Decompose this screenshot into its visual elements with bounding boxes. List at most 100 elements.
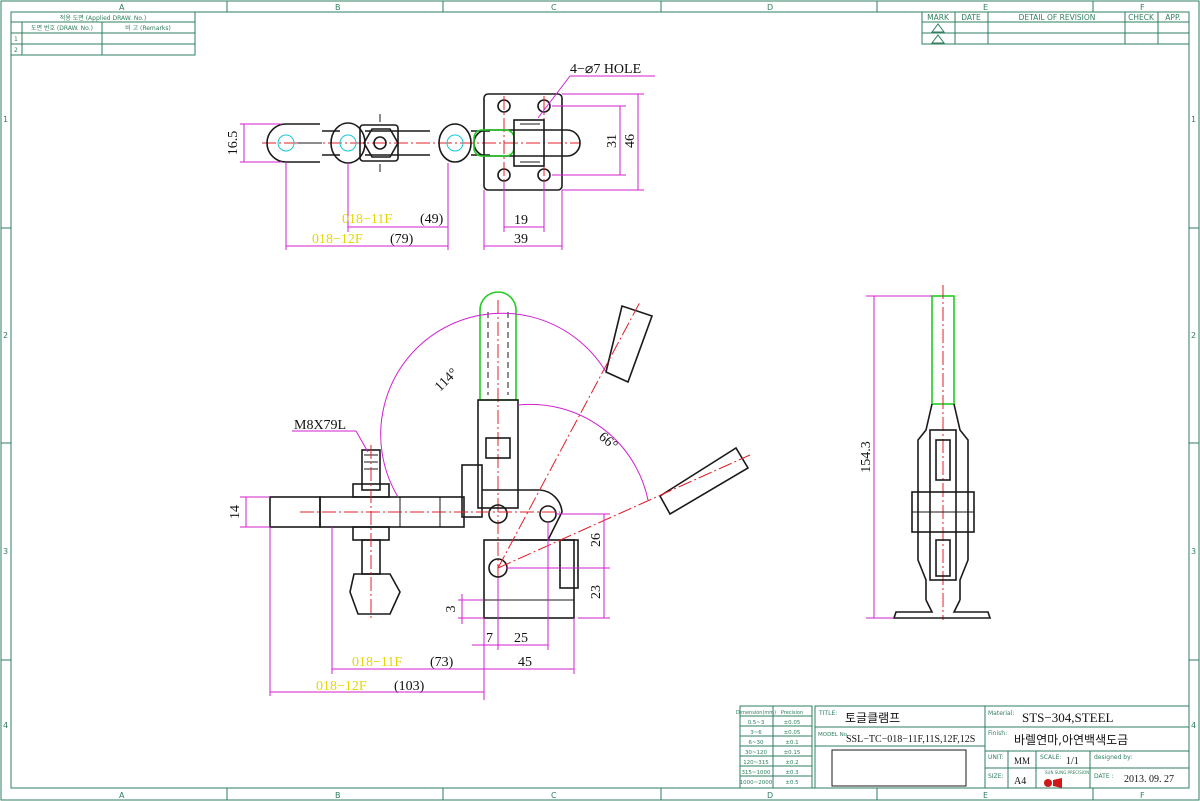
dim-19: 19 [514, 213, 528, 228]
top-model-12f: 018−12F [312, 232, 363, 247]
dim-45: 45 [518, 655, 532, 670]
top-model-11f: 018−11F [342, 212, 392, 227]
row-labels: 1 2 3 4 1 2 3 4 [3, 115, 1196, 730]
bolt-label: M8X79L [294, 418, 346, 433]
size-value: A4 [1014, 776, 1026, 787]
tolerance-precision: ±0.05 [784, 730, 801, 736]
row-label: 1 [1191, 115, 1196, 124]
angle-66: 66° [595, 430, 620, 454]
row-label: 3 [1191, 547, 1196, 556]
col-label: E [983, 3, 988, 12]
tolerance-range: 120~315 [743, 760, 769, 766]
revision-header-date: DATE [961, 13, 981, 22]
tolerance-range: 30~120 [745, 750, 768, 756]
revision-header-check: CHECK [1128, 13, 1155, 22]
company-logo: SUN SUNG PRECISION [1044, 770, 1089, 788]
dim-39: 39 [514, 232, 528, 247]
unit-value: MM [1014, 756, 1030, 766]
front-view: 114° 66° M8X79L 14 26 23 3 7 25 45 [228, 291, 751, 700]
col-label: D [767, 791, 773, 800]
revision-header-mark: MARK [927, 13, 950, 22]
dim-16-5: 16.5 [226, 131, 241, 156]
finish-value: 바렐연마,아연백색도금 [1014, 733, 1128, 747]
front-model-12f: 018−12F [316, 679, 367, 694]
dim-25: 25 [514, 631, 528, 646]
tolerance-range: 6~30 [748, 740, 764, 746]
tolerance-header-precision: Precision [781, 710, 803, 716]
column-labels-bottom: A B C D E F [119, 791, 1145, 800]
row-label: 4 [3, 721, 8, 730]
top-value-11f: (49) [420, 212, 444, 227]
row-label: 2 [3, 331, 8, 340]
tolerance-precision: ±0.1 [785, 740, 798, 746]
model-label: MODEL No. [818, 732, 849, 738]
material-value: STS−304,STEEL [1022, 710, 1114, 725]
dim-26: 26 [589, 533, 604, 547]
tolerance-precision: ±0.3 [785, 770, 799, 776]
revision-triangle-icon [931, 34, 945, 44]
angle-114: 114° [432, 366, 461, 395]
applied-table-row: 1 [14, 36, 18, 43]
col-label: A [119, 791, 125, 800]
tolerance-range: 1000~2000 [740, 780, 773, 786]
col-label: D [767, 3, 773, 12]
col-label: F [1140, 3, 1145, 12]
side-view: 154.3 [859, 285, 992, 620]
scale-label: SCALE: [1040, 754, 1061, 761]
designed-label: designed by: [1094, 754, 1132, 761]
applied-table-col1: 도면 번호 (DRAW. No.) [31, 24, 93, 32]
front-model-11f: 018−11F [352, 655, 402, 670]
date-label: DATE : [1094, 773, 1114, 780]
dim-31: 31 [605, 134, 620, 148]
row-label: 1 [3, 115, 8, 124]
title-block: TITLE: 토글클램프 MODEL No. SSL−TC−018−11F,11… [814, 705, 1190, 789]
revision-header-detail: DETAIL OF REVISION [1019, 13, 1096, 22]
row-label: 2 [1191, 331, 1196, 340]
col-label: B [335, 3, 341, 12]
dim-14: 14 [228, 505, 243, 519]
model-value: SSL−TC−018−11F,11S,12F,12S [846, 734, 975, 745]
finish-label: Finish: [988, 730, 1007, 737]
dim-46: 46 [623, 134, 638, 148]
top-view: 4−⌀7 HOLE 16.5 31 46 018−11F (49) 018−12… [226, 62, 655, 250]
applied-table-col2: 비 고 (Remarks) [125, 24, 171, 32]
col-label: F [1140, 791, 1145, 800]
size-label: SIZE: [988, 773, 1004, 780]
row-label: 3 [3, 547, 8, 556]
column-labels-top: A B C D E F [119, 3, 1145, 12]
applied-drawing-table: 적용 도면 (Applied DRAW. No.) 도면 번호 (DRAW. N… [10, 11, 196, 56]
top-value-12f: (79) [390, 232, 414, 247]
front-value-11f: (73) [430, 655, 454, 670]
col-label: B [335, 791, 341, 800]
title-label: TITLE: [818, 710, 837, 717]
tolerance-header-dimension: Dimension(mm) [736, 710, 776, 716]
tolerance-table: Dimension(mm) Precision 0.5~3 ±0.05 3~6 … [736, 705, 813, 789]
applied-table-row: 2 [14, 47, 18, 54]
title-value: 토글클램프 [845, 711, 900, 725]
tolerance-precision: ±0.15 [784, 750, 801, 756]
tolerance-precision: ±0.5 [785, 780, 799, 786]
tolerance-precision: ±0.2 [785, 760, 798, 766]
front-value-12f: (103) [394, 679, 425, 694]
revision-header-app: APP. [1165, 13, 1180, 22]
col-label: A [119, 3, 125, 12]
applied-table-title: 적용 도면 (Applied DRAW. No.) [60, 14, 146, 22]
dim-154-3: 154.3 [859, 441, 874, 473]
tolerance-range: 0.5~3 [748, 720, 765, 726]
revision-triangle-icon [931, 23, 945, 33]
hole-note: 4−⌀7 HOLE [570, 62, 641, 77]
dim-23: 23 [589, 585, 604, 599]
col-label: C [551, 3, 557, 12]
unit-label: UNIT: [988, 754, 1004, 761]
tolerance-precision: ±0.05 [784, 720, 801, 726]
revision-table: MARK DATE DETAIL OF REVISION CHECK APP. [921, 11, 1190, 45]
dim-3: 3 [444, 606, 459, 613]
col-label: C [551, 791, 557, 800]
dim-7: 7 [486, 631, 493, 646]
logo-text: SUN SUNG PRECISION [1045, 770, 1089, 775]
material-label: Material: [988, 710, 1014, 717]
tolerance-range: 315~1000 [741, 770, 771, 776]
tolerance-range: 3~6 [750, 730, 762, 736]
